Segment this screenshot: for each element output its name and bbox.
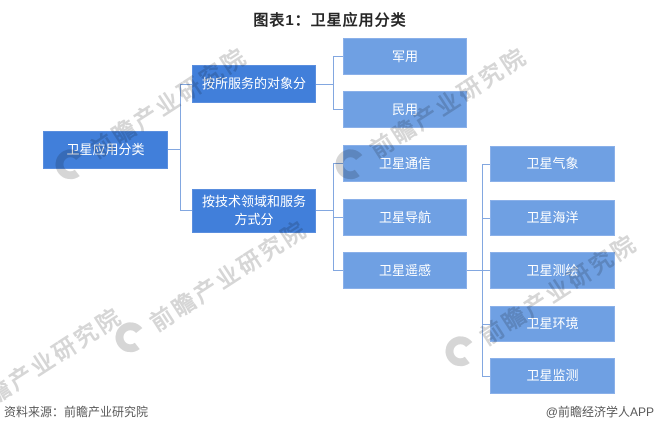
connector <box>334 270 343 271</box>
connector <box>483 376 490 377</box>
connector <box>483 324 490 325</box>
watermark-logo-icon <box>113 320 148 355</box>
connector <box>181 84 192 85</box>
connector <box>333 163 334 271</box>
node-satellite-application-classification: 卫星应用分类 <box>43 131 168 169</box>
node-by-tech-field-and-service-mode: 按技术领域和服务方式分 <box>192 189 316 233</box>
connector <box>482 164 483 377</box>
connector <box>483 270 490 271</box>
diagram-title: 图表1：卫星应用分类 <box>253 12 407 29</box>
connector <box>334 109 343 110</box>
connector <box>483 218 490 219</box>
node-satellite-meteorology: 卫星气象 <box>490 146 615 182</box>
connector <box>316 210 333 211</box>
connector <box>483 164 490 165</box>
source-note: 资料来源：前瞻产业研究院 <box>4 405 149 419</box>
connector <box>334 163 343 164</box>
node-satellite-environment: 卫星环境 <box>490 306 615 342</box>
connector <box>333 56 334 110</box>
node-satellite-monitoring: 卫星监测 <box>490 358 615 394</box>
node-satellite-navigation: 卫星导航 <box>343 199 467 236</box>
connector <box>168 149 180 150</box>
watermark: 前瞻产业研究院 <box>439 224 644 373</box>
node-civilian: 民用 <box>343 91 467 128</box>
node-satellite-surveying: 卫星测绘 <box>490 252 615 289</box>
node-military: 军用 <box>343 38 467 75</box>
connector <box>181 210 192 211</box>
node-satellite-remote-sensing: 卫星遥感 <box>343 252 467 289</box>
connector <box>467 270 482 271</box>
node-satellite-communication: 卫星通信 <box>343 145 467 182</box>
connector <box>180 84 181 211</box>
connector <box>334 56 343 57</box>
node-by-service-object: 按所服务的对象分 <box>192 65 316 103</box>
watermark-logo-icon <box>443 334 478 369</box>
connector <box>334 217 343 218</box>
connector <box>316 84 333 85</box>
node-satellite-ocean: 卫星海洋 <box>490 200 615 236</box>
credit-note: @前瞻经济学人APP <box>545 405 654 419</box>
